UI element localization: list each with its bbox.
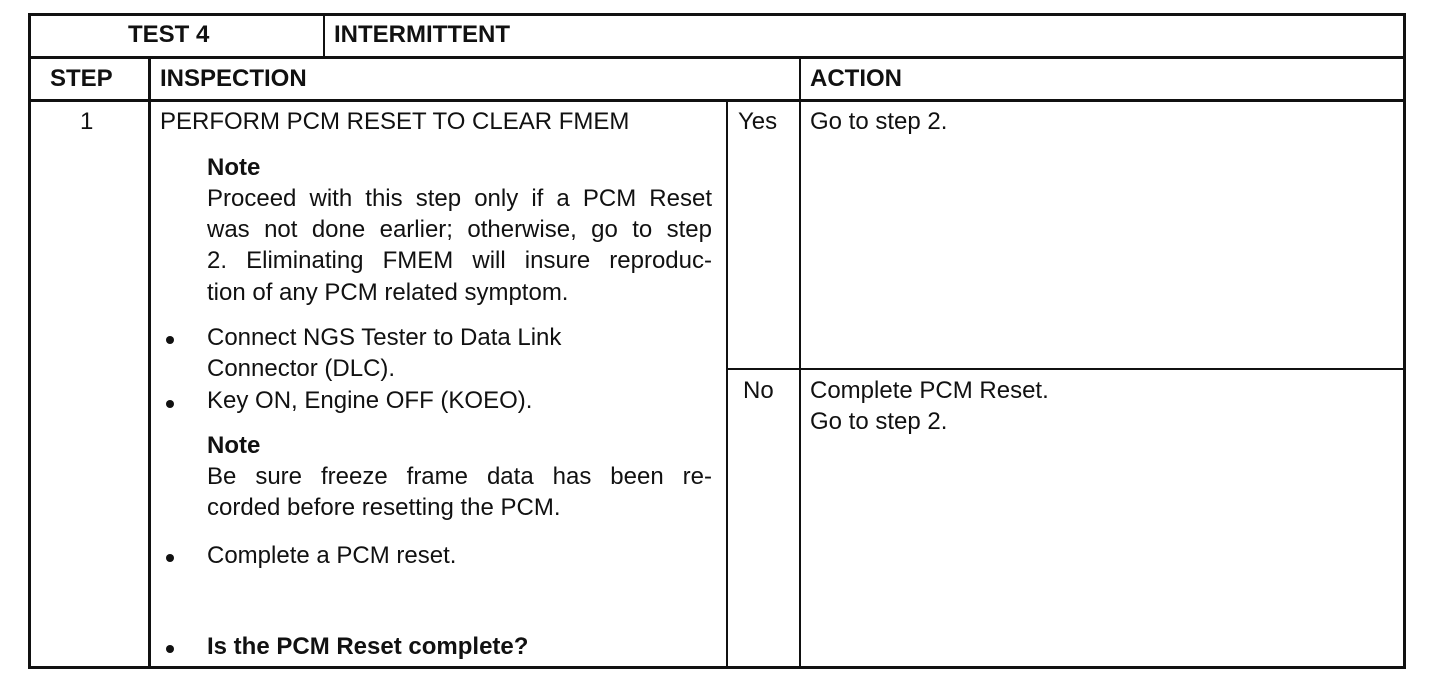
answer-action-divider: [799, 57, 801, 669]
test-title: INTERMITTENT: [334, 21, 510, 48]
bullet-text-line: Connect NGS Tester to Data Link: [207, 324, 562, 351]
note-label: Note: [207, 154, 261, 181]
diagnostic-table: [28, 13, 1406, 669]
bullet-dot: [166, 336, 174, 344]
note-text-line: 2. Eliminating FMEM will insure reproduc…: [207, 247, 712, 274]
note-text-line: corded before resetting the PCM.: [207, 494, 561, 521]
action-column-header: ACTION: [810, 65, 902, 92]
inspection-question: Is the PCM Reset complete?: [207, 633, 529, 660]
note-text-line: Proceed with this step only if a PCM Res…: [207, 185, 712, 212]
bullet-dot: [166, 645, 174, 653]
note-label: Note: [207, 432, 261, 459]
no-action-line: Go to step 2.: [810, 408, 948, 435]
yes-action: Go to step 2.: [810, 108, 948, 135]
header-divider: [28, 56, 1406, 59]
no-action-line: Complete PCM Reset.: [810, 377, 1049, 404]
inspection-column-header: INSPECTION: [160, 65, 307, 92]
bullet-text-line: Connector (DLC).: [207, 355, 396, 382]
bullet-text: Complete a PCM reset.: [207, 542, 457, 569]
no-label: No: [743, 377, 774, 404]
yes-label: Yes: [738, 108, 778, 135]
note-text-line: was not done earlier; otherwise, go to s…: [207, 216, 712, 243]
yes-no-divider: [726, 368, 1406, 370]
bullet-text: Key ON, Engine OFF (KOEO).: [207, 387, 533, 414]
step-column-header: STEP: [50, 65, 113, 92]
bullet-dot: [166, 554, 174, 562]
column-header-divider: [28, 99, 1406, 102]
test-title-divider: [323, 13, 325, 57]
note-text-line: tion of any PCM related symptom.: [207, 279, 569, 306]
step-title: PERFORM PCM RESET TO CLEAR FMEM: [160, 108, 630, 135]
test-label: TEST 4: [128, 21, 210, 48]
step-number: 1: [80, 108, 94, 135]
step-column-divider: [148, 57, 151, 669]
inspection-answer-divider: [726, 100, 728, 669]
bullet-dot: [166, 400, 174, 408]
note-text-line: Be sure freeze frame data has been re-: [207, 463, 712, 490]
